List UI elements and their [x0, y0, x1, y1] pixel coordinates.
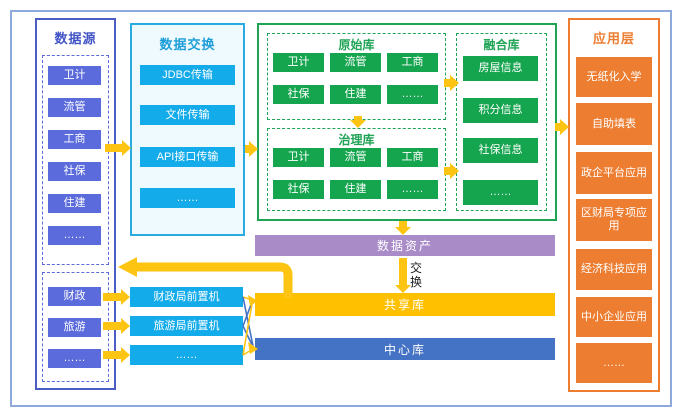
raw-item: 工商 — [387, 53, 438, 72]
data-asset-bar: 数据资产 — [255, 235, 555, 256]
exchange-item: API接口传输 — [140, 147, 235, 167]
governance-item: 工商 — [387, 148, 438, 167]
exchange-item: …… — [140, 188, 235, 208]
datasource-item: 社保 — [48, 162, 101, 181]
application-item: …… — [576, 343, 652, 383]
governance-library-frame: 治理库 卫计 流管 工商 社保 住建 …… — [267, 128, 446, 211]
application-title: 应用层 — [592, 31, 635, 46]
datasource-item: 卫计 — [48, 66, 101, 85]
governance-library-title: 治理库 — [338, 133, 375, 147]
arrow-warehouse-to-asset-icon — [395, 221, 411, 235]
arrow-lvyou-to-machine-icon — [103, 317, 130, 334]
raw-item: 社保 — [273, 85, 324, 104]
governance-item: …… — [387, 180, 438, 199]
datasource-item: 流管 — [48, 98, 101, 117]
fusion-library-frame: 融合库 房屋信息 积分信息 社保信息 …… — [456, 33, 547, 211]
fusion-item: 房屋信息 — [463, 56, 538, 81]
warehouse-panel: 原始库 卫计 流管 工商 社保 住建 …… 治理库 卫计 流管 工商 社保 住建… — [257, 23, 557, 221]
arrow-caizheng-to-machine-icon — [103, 288, 130, 305]
exchange-panel: 数据交换 JDBC传输 文件传输 API接口传输 …… — [130, 23, 245, 236]
raw-library-title: 原始库 — [338, 38, 375, 52]
application-item: 无纸化入学 — [576, 57, 652, 97]
datasource-group1-frame — [42, 55, 109, 265]
front-machine: 旅游局前置机 — [130, 316, 243, 336]
application-panel: 应用层 无纸化入学 自助填表 政企平台应用 区财局专项应用 经济科技应用 中小企… — [568, 18, 660, 392]
governance-item: 卫计 — [273, 148, 324, 167]
arrow-exchange-to-warehouse-icon — [245, 140, 258, 157]
governance-item: 住建 — [330, 180, 381, 199]
fusion-item: 社保信息 — [463, 138, 538, 163]
arrow-raw-to-fusion-icon — [444, 74, 459, 91]
exchange-title: 数据交换 — [159, 37, 216, 52]
front-machine: 财政局前置机 — [130, 287, 243, 307]
arrow-datasource-to-exchange-icon — [105, 139, 131, 157]
raw-item: …… — [387, 85, 438, 104]
arrow-other-to-machine-icon — [103, 346, 130, 363]
application-item: 区财局专项应用 — [576, 199, 652, 241]
datasource-item: 工商 — [48, 130, 101, 149]
application-item: 中小企业应用 — [576, 297, 652, 337]
fusion-item: 积分信息 — [463, 98, 538, 123]
outer-frame — [10, 10, 672, 407]
application-item: 自助填表 — [576, 103, 652, 145]
application-item: 经济科技应用 — [576, 249, 652, 290]
exchange-item: JDBC传输 — [140, 65, 235, 85]
shared-library-bar: 共享库 — [255, 293, 555, 316]
exchange-item: 文件传输 — [140, 105, 235, 125]
datasource-item: 财政 — [48, 287, 101, 306]
datasource-item: 住建 — [48, 194, 101, 213]
front-machine-links-icon — [242, 295, 258, 356]
front-machine: …… — [130, 345, 243, 365]
raw-item: 流管 — [330, 53, 381, 72]
datasource-panel: 数据源 卫计 流管 工商 社保 住建 …… 财政 旅游 …… — [35, 18, 116, 390]
governance-item: 流管 — [330, 148, 381, 167]
datasource-item: 旅游 — [48, 318, 101, 337]
datasource-title: 数据源 — [54, 31, 97, 46]
arrow-shared-to-datasource-icon — [118, 257, 293, 298]
datasource-item: …… — [48, 226, 101, 245]
raw-item: 卫计 — [273, 53, 324, 72]
arrow-asset-to-shared-icon — [394, 258, 411, 293]
raw-item: 住建 — [330, 85, 381, 104]
fusion-library-title: 融合库 — [483, 38, 520, 52]
datasource-item: …… — [48, 349, 101, 368]
center-library-bar: 中心库 — [255, 338, 555, 360]
fusion-item: …… — [463, 180, 538, 205]
arrow-raw-to-governance-icon — [350, 116, 366, 128]
exchange-flow-label: 交换 — [409, 261, 422, 289]
application-item: 政企平台应用 — [576, 152, 652, 194]
raw-library-frame: 原始库 卫计 流管 工商 社保 住建 …… — [267, 33, 446, 120]
arrow-governance-to-fusion-icon — [444, 162, 459, 179]
arrow-warehouse-to-application-icon — [555, 118, 569, 136]
governance-item: 社保 — [273, 180, 324, 199]
